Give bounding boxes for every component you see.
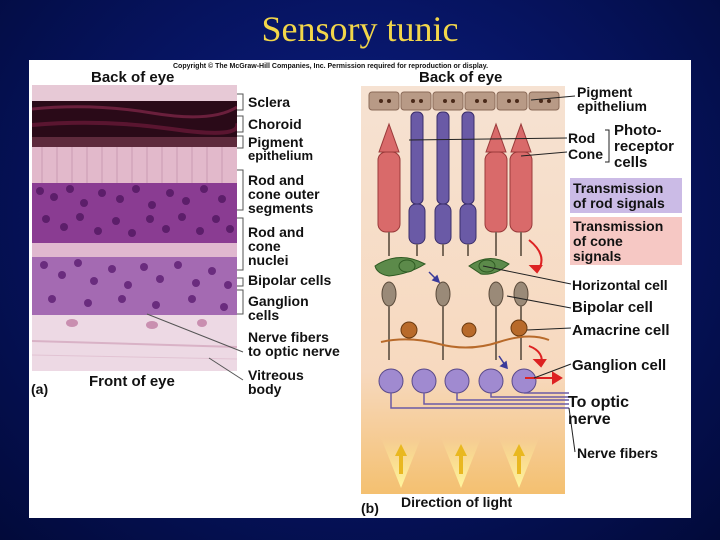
cone-cells (377, 122, 533, 233)
label-cone: Cone (568, 146, 603, 162)
panel-a-letter: (a) (31, 381, 49, 397)
layer-label-nuclei: Rod and cone nuclei (248, 224, 304, 268)
bipolar-cells (381, 281, 529, 307)
amacrine-cells (400, 319, 528, 339)
panel-a-leader-lines (146, 93, 244, 381)
copyright-note: Copyright © The McGraw-Hill Companies, I… (173, 63, 489, 70)
layer-label-vitreous-body: Vitreous body (248, 367, 304, 397)
transmission-cone-box: Transmission of cone signals (570, 217, 682, 265)
layer-label-nerve-fibers: Nerve fibers to optic nerve (248, 329, 340, 359)
panel-b-top-label: Back of eye (419, 69, 503, 86)
panel-b-leader-lines (408, 95, 576, 453)
layer-label-ganglion-cells: Ganglion cells (248, 293, 309, 323)
label-to-optic-nerve: To optic nerve (568, 394, 630, 428)
label-pigment-epithelium: Pigment epithelium (577, 84, 648, 114)
slide-title: Sensory tunic (261, 9, 459, 49)
nerve-fibers (390, 392, 569, 409)
layer-label-choroid: Choroid (248, 116, 302, 132)
transmission-rod-box: Transmission of rod signals (570, 178, 682, 213)
direction-of-light-label: Direction of light (401, 494, 513, 510)
layer-label-bipolar-cells: Bipolar cells (248, 272, 332, 288)
horizontal-cells (374, 257, 510, 277)
label-nerve-fibers: Nerve fibers (577, 445, 658, 461)
layer-label-pigment-epithelium: Pigment epithelium (248, 134, 314, 163)
label-photoreceptor-cells: Photo- receptor cells (614, 122, 675, 171)
layer-label-sclera: Sclera (248, 94, 291, 110)
layer-label-outer-segments: Rod and cone outer segments (248, 172, 320, 216)
rod-cells (408, 111, 477, 245)
panel-b-letter: (b) (361, 500, 379, 516)
light-beams (381, 438, 539, 488)
retina-micrograph (32, 85, 237, 371)
label-ganglion-cell: Ganglion cell (572, 357, 667, 374)
label-bipolar-cell: Bipolar cell (572, 299, 653, 316)
label-amacrine-cell: Amacrine cell (572, 322, 670, 339)
panel-a-top-label: Back of eye (91, 69, 175, 86)
retina-figure: Copyright © The McGraw-Hill Companies, I… (29, 60, 691, 518)
label-horizontal-cell: Horizontal cell (572, 277, 668, 293)
panel-a-bottom-label: Front of eye (89, 373, 175, 390)
retina-schematic (361, 86, 576, 494)
label-rod: Rod (568, 130, 596, 146)
